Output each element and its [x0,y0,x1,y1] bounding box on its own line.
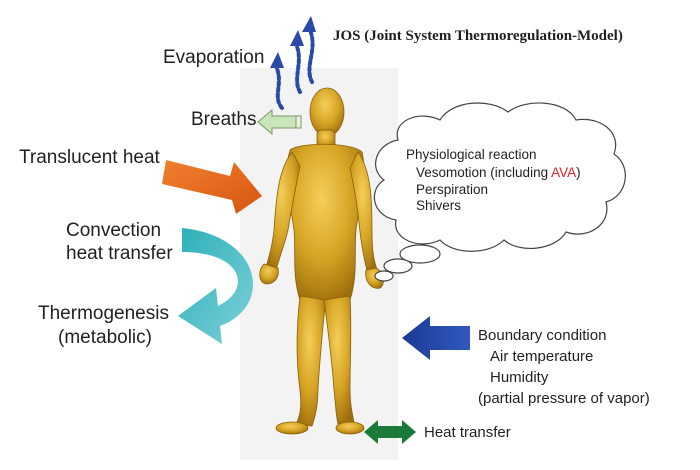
ava-text: AVA [551,165,577,180]
convection-label-line2: heat transfer [66,243,173,264]
vesomotion-text: Vesomotion (including [416,165,552,180]
thermogenesis-label-line2: (metabolic) [58,327,152,348]
thermogenesis-label-line1: Thermogenesis [38,303,169,324]
convection-label-line1: Convection [66,220,162,241]
breaths-label: Breaths [191,109,257,130]
humidity-label: Humidity [490,369,549,386]
partial-pressure-label: (partial pressure of vapor) [478,390,650,407]
boundary-condition-label: Boundary condition [478,327,607,344]
translucent-heat-arrow [162,160,262,214]
thought-cloud [373,102,626,282]
boundary-condition-arrow [402,316,470,360]
evaporation-arrowheads [270,16,316,68]
heat-transfer-double-arrow [364,420,416,444]
evaporation-label: Evaporation [163,47,265,68]
air-temperature-label: Air temperature [490,348,594,365]
cloud-shivers: Shivers [416,198,462,213]
heat-transfer-label: Heat transfer [424,424,511,441]
vesomotion-close: ) [576,165,581,180]
human-body-figure [259,87,384,435]
translucent-heat-label: Translucent heat [19,147,160,168]
cloud-heading: Physiological reaction [406,147,537,162]
evaporation-arrows [274,28,315,110]
diagram-title: JOS (Joint System Thermoregulation-Model… [333,28,623,44]
breaths-arrow [257,108,302,136]
cloud-vesomotion: Vesomotion (including AVA) [416,165,581,180]
convection-arrow [178,228,254,344]
cloud-perspiration: Perspiration [416,182,489,197]
